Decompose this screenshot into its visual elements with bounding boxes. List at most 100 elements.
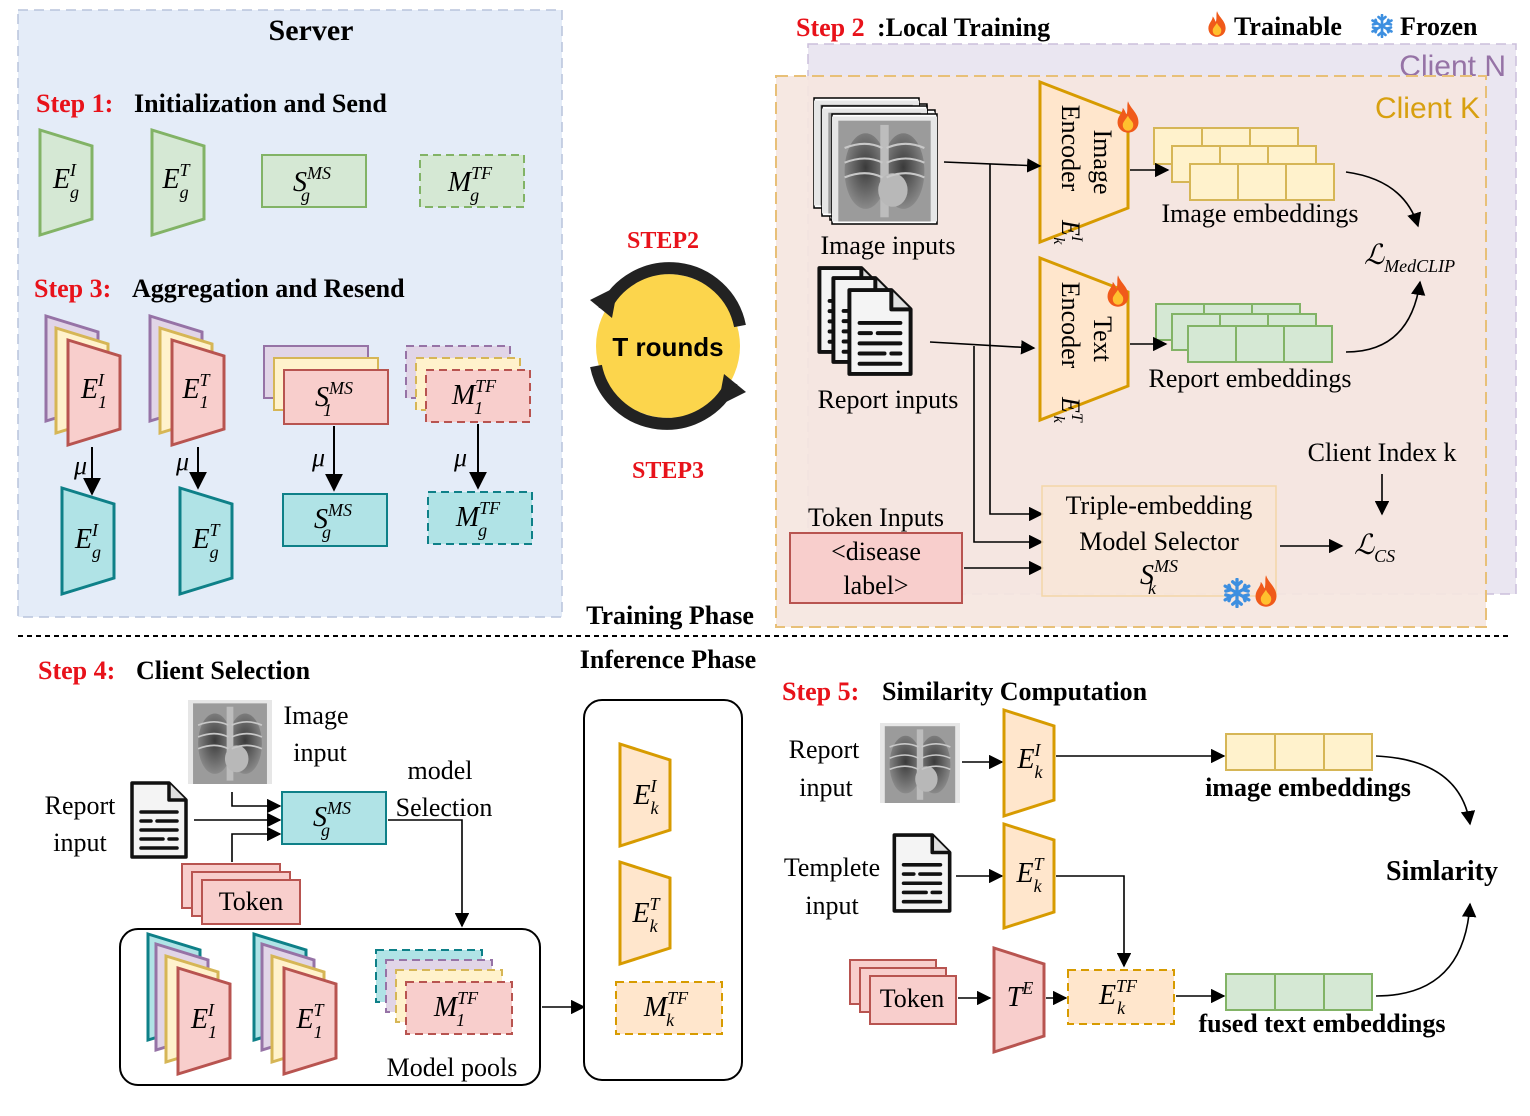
image-encoder-global-shape (38, 127, 94, 238)
mu-4: μ (453, 443, 467, 472)
step5-token-stack (849, 959, 957, 1025)
legend-frozen: Frozen (1400, 12, 1478, 41)
selected-text-encoder-shape (618, 859, 672, 967)
selected-image-encoder-shape (618, 741, 672, 849)
updated-fusion-box (427, 491, 533, 545)
step1-title: Initialization and Send (134, 89, 387, 118)
local-training-panel: Step 2 :Local Training Trainable Frozen … (775, 11, 1517, 628)
client-selection-panel: Step 4: Client Selection Image input mod… (38, 656, 586, 1086)
image-embeddings-label: Image embeddings (1161, 199, 1358, 228)
step5-templete-doc-icon (892, 833, 952, 913)
token-encoder-shape (992, 945, 1046, 1055)
step5-image-embeddings-label: image embeddings (1205, 773, 1411, 802)
selector-line-1: Triple-embedding (1066, 491, 1253, 520)
cycle-step2-label: STEP2 (627, 228, 699, 254)
step4-label: Step 4: (38, 656, 115, 685)
image-encoder-label: Image (1088, 130, 1117, 195)
cycle-disc (596, 274, 740, 418)
step5-title: Similarity Computation (882, 677, 1148, 706)
disease-label-line-1: <disease (831, 537, 921, 566)
step5-report-input-2: input (799, 773, 853, 802)
model-selection-2: Selection (396, 793, 493, 822)
step5-image-encoder-shape (1002, 707, 1056, 819)
model-selector-box (1041, 485, 1277, 597)
step4-selector-box (281, 791, 387, 845)
client-index-label: Client Index k (1308, 438, 1457, 467)
image-inputs-label: Image inputs (820, 231, 955, 260)
report-embeddings-stack (1155, 303, 1333, 363)
mu-1: μ (73, 451, 87, 480)
step5-token-label: Token (880, 984, 945, 1013)
step5-xray-image (880, 722, 960, 804)
selector-global-box (261, 154, 367, 208)
round-cycle: STEP2 T rounds STEP3 (590, 228, 746, 484)
step4-xray-image (188, 699, 272, 785)
step5-report-input-1: Report (789, 735, 861, 764)
cycle-center-label: T rounds (612, 332, 723, 362)
step4-image-input-1: Image (284, 701, 349, 730)
step4-image-input-2: input (293, 738, 347, 767)
step2-label: Step 2 (796, 13, 865, 42)
training-phase-label: Training Phase (586, 601, 754, 630)
image-embeddings-stack (1153, 127, 1335, 201)
token-inputs-label: Token Inputs (808, 503, 944, 532)
similarity-label: Simlarity (1386, 856, 1498, 887)
step5-label: Step 5: (782, 677, 859, 706)
selected-fusion-box (615, 981, 723, 1035)
step3-label: Step 3: (34, 274, 111, 303)
image-inputs-stack (813, 97, 938, 225)
text-encoder-shape (1038, 255, 1130, 423)
fused-text-embeddings-label: fused text embeddings (1198, 1009, 1445, 1038)
fusion-global-box (419, 154, 525, 208)
templete-input-2: input (805, 891, 859, 920)
templete-input-1: Templete (784, 853, 880, 882)
text-encoder-label: Text (1088, 316, 1117, 363)
step4-token-stack (181, 863, 301, 925)
fused-text-embeddings (1225, 973, 1373, 1011)
step4-token-label: Token (219, 887, 284, 916)
mu-2: μ (175, 447, 189, 476)
mu-3: μ (311, 443, 325, 472)
step4-report-input-2: input (53, 828, 107, 857)
cycle-arc-top (598, 262, 746, 328)
legend-trainable: Trainable (1234, 12, 1342, 41)
text-encoder-word: Encoder (1056, 282, 1085, 369)
server-panel: Server Step 1: Initialization and Send E… (17, 9, 563, 618)
snowflake-icon (1371, 14, 1393, 38)
step4-report-input-1: Report (45, 791, 117, 820)
model-selection-1: model (408, 756, 473, 785)
step4-title: Client Selection (136, 656, 311, 685)
step5-image-embeddings (1225, 733, 1373, 771)
step5-fusion-box (1067, 969, 1175, 1025)
model-pools-label: Model pools (387, 1053, 518, 1082)
similarity-panel: Step 5: Similarity Computation Report in… (782, 677, 1498, 1055)
selector-line-2: Model Selector (1079, 527, 1239, 556)
report-inputs-label: Report inputs (818, 385, 959, 414)
client-k-label: Client K (1375, 92, 1480, 125)
step3-title: Aggregation and Resend (132, 274, 405, 303)
step5-text-encoder-shape (1002, 821, 1056, 931)
updated-image-encoder-shape (60, 485, 116, 597)
flame-icon (1208, 11, 1226, 37)
cycle-arc-bottom (590, 364, 738, 430)
report-embeddings-label: Report embeddings (1149, 364, 1352, 393)
updated-selector-box (282, 493, 388, 547)
text-encoder-global-shape (150, 127, 206, 238)
server-title: Server (269, 14, 354, 47)
disease-label-line-2: label> (843, 571, 908, 600)
disease-label-box (789, 532, 963, 604)
inference-phase-label: Inference Phase (580, 645, 756, 674)
step4-report-doc-icon (130, 781, 188, 859)
step2-title: :Local Training (877, 13, 1050, 42)
step1-label: Step 1: (36, 89, 113, 118)
image-encoder-word: Encoder (1056, 105, 1085, 192)
cycle-step3-label: STEP3 (632, 458, 704, 484)
